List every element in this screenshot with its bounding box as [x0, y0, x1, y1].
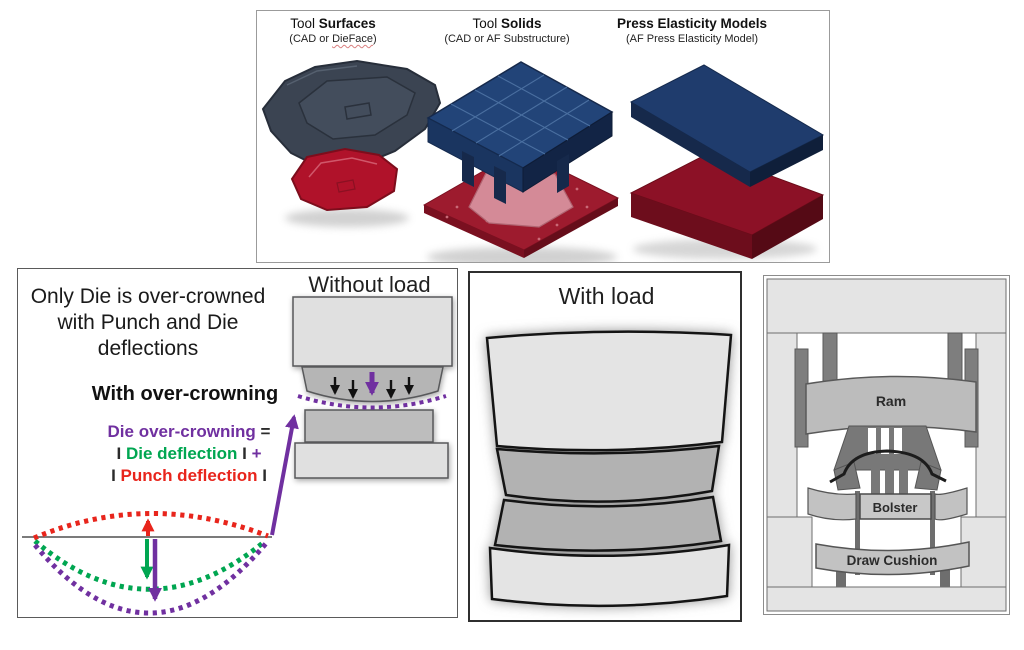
press-elasticity-subtitle: (AF Press Elasticity Model)	[625, 33, 759, 45]
formula-line-2: I Die deflection I +	[116, 444, 262, 463]
tool-surfaces-subtitle: (CAD or DieFace)	[289, 33, 377, 45]
column-header-press-elasticity: Press Elasticity Models (AF Press Elasti…	[582, 16, 802, 46]
ram-block-loaded	[485, 330, 733, 452]
punch-block-loaded	[493, 495, 723, 552]
cushion-pins	[836, 491, 950, 587]
frame-column-right	[975, 332, 1007, 518]
ram-label: Ram	[876, 393, 906, 409]
die-deflection-curve	[33, 539, 266, 592]
press-model-lower-slab	[629, 152, 825, 259]
bolster-wing-right	[934, 487, 968, 521]
bolster-label: Bolster	[873, 500, 918, 515]
over-crowning-dotted-profile	[297, 394, 447, 410]
frame-base-left	[766, 516, 813, 588]
tool-solids-title: Tool Solids	[472, 16, 542, 31]
rib-grid-lines	[450, 74, 591, 157]
over-crowning-callout-arrow	[270, 414, 299, 536]
press-frame	[766, 278, 1007, 612]
formula-line-1: Die over-crowning =	[107, 422, 271, 441]
without-load-title: Without load	[308, 272, 431, 297]
frame-column-left	[766, 332, 798, 518]
press-bed	[766, 586, 1007, 612]
bolster-block	[294, 442, 449, 479]
load-arrows-small	[330, 377, 414, 399]
upper-die-tool	[833, 425, 942, 491]
draw-cushion-slab	[815, 541, 970, 576]
formula-line-3: I Punch deflection I	[111, 466, 267, 485]
press-cross-section: Ram Bolster Draw Cushion	[766, 278, 1007, 612]
bolster-block-loaded	[488, 543, 731, 608]
sheet-part-line	[829, 449, 947, 484]
tooling-graphics	[261, 59, 825, 262]
support-pillars	[462, 151, 569, 204]
die-block-loaded	[495, 444, 721, 503]
column-header-tool-surfaces: Tool Surfaces (CAD or DieFace)	[243, 16, 423, 46]
deflection-diagram	[22, 296, 453, 616]
tool-solids-subtitle: (CAD or AF Substructure)	[444, 33, 570, 45]
column-header-tool-solids: Tool Solids (CAD or AF Substructure)	[407, 16, 607, 46]
with-load-stack	[485, 330, 733, 608]
shadow-col1	[285, 209, 409, 227]
bolster-slab	[859, 493, 932, 520]
punch-deflection-curve	[33, 511, 269, 541]
press-elasticity-title: Press Elasticity Models	[616, 16, 768, 31]
press-crown	[766, 278, 1007, 334]
die-surface-graphic	[261, 59, 442, 171]
over-crowning-curve	[33, 539, 270, 616]
die-slots	[868, 428, 902, 454]
over-crowning-heading: Only Die is over-crowned with Punch and …	[30, 285, 266, 360]
press-model-upper-slab	[629, 64, 825, 187]
tool-surfaces-title: Tool Surfaces	[290, 16, 376, 31]
punch-surface-graphic	[290, 147, 399, 212]
bolster-wing-left	[807, 487, 857, 521]
ram-block	[292, 296, 453, 367]
draw-cushion-label: Draw Cushion	[847, 553, 938, 568]
with-over-crowning-label: With over-crowning	[91, 383, 279, 405]
punch-block	[304, 409, 434, 443]
with-load-title: With load	[558, 283, 655, 309]
over-crowning-formula: Die over-crowning = I Die deflection I +…	[73, 421, 305, 487]
lower-punch-ribs	[871, 456, 908, 494]
tool-solid-die-block	[426, 61, 614, 204]
